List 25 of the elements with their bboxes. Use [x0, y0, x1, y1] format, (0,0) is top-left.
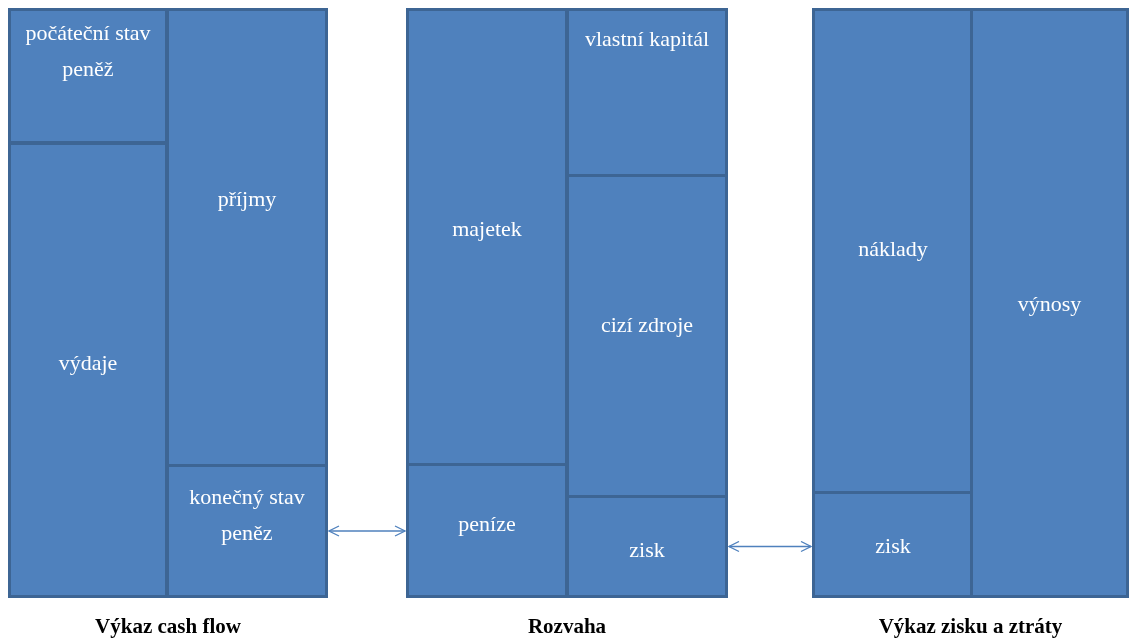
text-label: zisk	[628, 536, 666, 564]
text-label: peníze	[457, 510, 517, 538]
account-block	[8, 142, 168, 598]
account-block	[8, 8, 168, 144]
double-arrow	[728, 540, 812, 553]
account-block	[166, 464, 328, 598]
account-block	[406, 8, 568, 466]
text-label: počáteční stav peněž	[24, 19, 152, 83]
text-label: náklady	[857, 235, 929, 263]
statement-title: Rozvaha	[527, 614, 607, 639]
account-block	[566, 495, 728, 598]
text-label: vlastní kapitál	[584, 25, 710, 53]
text-label: majetek	[451, 215, 523, 243]
text-label: výdaje	[57, 349, 119, 377]
text-label: cizí zdroje	[599, 311, 695, 339]
text-label: výnosy	[1016, 290, 1083, 318]
account-block	[566, 174, 728, 498]
account-block	[406, 463, 568, 598]
statement-title: Výkaz zisku a ztráty	[878, 614, 1063, 639]
account-block	[970, 8, 1129, 598]
text-label: příjmy	[216, 185, 278, 213]
text-label: zisk	[874, 532, 912, 560]
text-label: konečný stav peněz	[188, 483, 306, 547]
double-arrow	[328, 525, 406, 537]
statement-title: Výkaz cash flow	[95, 614, 241, 639]
